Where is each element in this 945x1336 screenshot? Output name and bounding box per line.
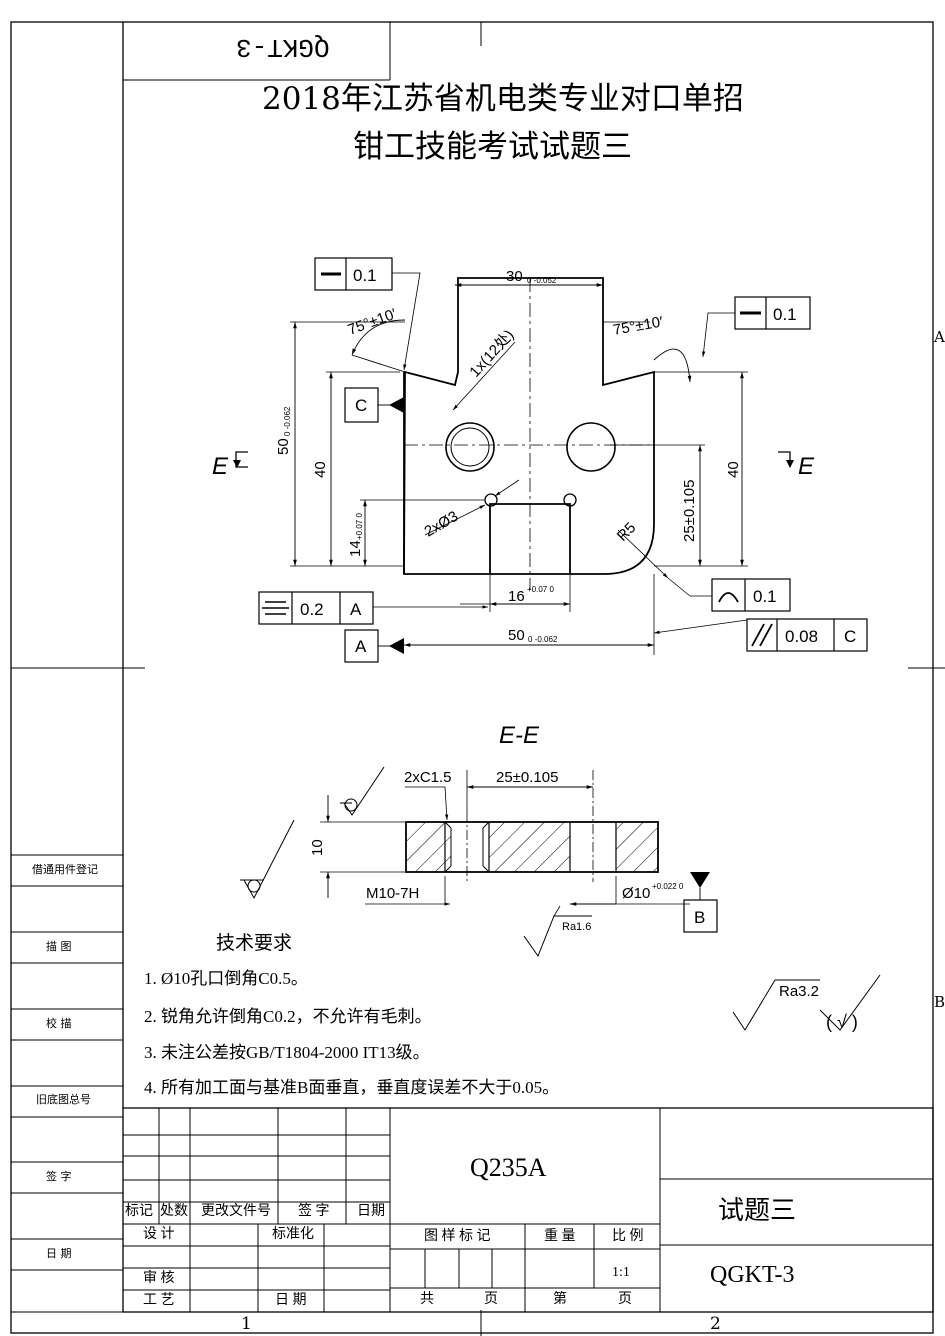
- fcf-straightness-right-value: 0.1: [773, 305, 797, 324]
- dim-bottom-width-tol: 0 -0.062: [528, 635, 558, 644]
- tb-sheet-word: 页: [484, 1292, 498, 1307]
- dim-angle-left: 75°±10′: [346, 305, 399, 338]
- tech-req-item-3: 3. 未注公差按GB/T1804-2000 IT13级。: [144, 1043, 430, 1062]
- tb-sheet-word2: 页: [618, 1292, 632, 1307]
- dim-chamfer: 1x(12处): [466, 327, 517, 381]
- datum-c: C: [355, 396, 367, 415]
- tech-req-item-1: 1. Ø10孔口倒角C0.5。: [144, 969, 308, 988]
- section-mark-right: E: [798, 453, 815, 480]
- section-view-text: E-E 2xC1.5 25±0.105 10 M10-7H Ø10 +0.022…: [309, 722, 858, 1032]
- material: Q235A: [470, 1153, 547, 1182]
- section-title: E-E: [499, 722, 540, 749]
- dim-slot-w-tol: +0.07 0: [527, 585, 554, 594]
- dim-height: 50: [275, 438, 292, 455]
- fcf-parallel-value: 0.08: [785, 627, 818, 646]
- section-bore-tol: +0.022 0: [652, 882, 684, 891]
- dim-right-40: 40: [725, 461, 742, 478]
- section-thread: M10-7H: [366, 885, 419, 902]
- tb-scale-label: 比 例: [612, 1229, 644, 1244]
- section-chamfer-note: 2xC1.5: [404, 769, 452, 786]
- fcf-straightness-left-value: 0.1: [353, 266, 377, 285]
- general-roughness-value: Ra3.2: [779, 983, 819, 1000]
- dim-bottom-width: 50: [508, 627, 525, 644]
- fcf-parallel-datum: C: [844, 627, 856, 646]
- dim-slot-h: 14: [347, 540, 364, 557]
- dim-right-25: 25±0.105: [681, 480, 698, 542]
- dim-top-width: 30: [506, 268, 523, 285]
- zone-label-col2: 2: [710, 1314, 721, 1334]
- zone-label-a: A: [934, 328, 945, 346]
- dim-height-tol: 0 -0.062: [283, 406, 292, 436]
- dim-holes: 2xØ3: [422, 508, 462, 541]
- section-bore: Ø10: [622, 885, 650, 902]
- datum-a: A: [355, 637, 367, 656]
- tech-req-item-4: 4. 所有加工面与基准B面垂直，垂直度误差不大于0.05。: [144, 1078, 560, 1097]
- tb-sheet-no: 第: [553, 1292, 567, 1307]
- tech-req-item-2: 2. 锐角允许倒角C0.2，不允许有毛刺。: [144, 1007, 432, 1026]
- part-name: 试题三: [718, 1196, 797, 1226]
- section-roughness: Ra1.6: [562, 921, 591, 933]
- plan-view: [233, 257, 868, 663]
- rev-header-date: 日期: [357, 1204, 385, 1219]
- tb-total: 共: [420, 1292, 434, 1307]
- fcf-profile-value: 0.1: [753, 587, 777, 606]
- tb-stage-mark: 图 样 标 记: [424, 1229, 491, 1244]
- tb-weight: 重 量: [544, 1229, 576, 1244]
- fcf-symmetry-value: 0.2: [300, 600, 324, 619]
- dim-top-width-tol: 0 -0.052: [527, 276, 557, 285]
- hole-right: [566, 422, 616, 472]
- side-label-trace: 描 图: [46, 940, 72, 953]
- rev-header-mark: 标记: [125, 1204, 153, 1219]
- fcf-symmetry-datum: A: [350, 600, 362, 619]
- tb-standard: 标准化: [272, 1227, 314, 1242]
- sheet-frame: [10, 21, 945, 1336]
- zone-label-col1: 1: [241, 1314, 252, 1334]
- rev-header-doc: 更改文件号: [201, 1204, 271, 1219]
- dim-left-40: 40: [312, 461, 329, 478]
- tb-date: 日 期: [275, 1293, 307, 1308]
- tb-process: 工 艺: [143, 1293, 175, 1308]
- side-label-sign: 签 字: [46, 1170, 72, 1183]
- drawing-number: QGKT-3: [710, 1262, 795, 1288]
- general-roughness-note: ( √ ): [826, 1012, 858, 1032]
- pin-hole-right: [563, 493, 577, 507]
- datum-b: B: [694, 908, 705, 927]
- part-outline: [403, 277, 655, 575]
- side-label-old-base: 旧底图总号: [36, 1093, 91, 1106]
- section-view: [240, 766, 881, 1031]
- rev-header-sign: 签 字: [298, 1204, 330, 1219]
- tb-review: 审 核: [143, 1271, 175, 1286]
- dim-angle-right: 75°±10′: [612, 313, 665, 339]
- side-label-borrow: 借通用件登记: [32, 863, 98, 876]
- side-label-date: 日 期: [46, 1247, 72, 1260]
- dim-radius: R5: [614, 519, 640, 545]
- drawing-code-stamp: QGKT-3: [236, 32, 330, 62]
- title-line1: 2018年江苏省机电类专业对口单招: [262, 81, 744, 117]
- rev-header-count: 处数: [160, 1204, 188, 1219]
- tech-req-heading: 技术要求: [216, 933, 293, 954]
- title-line2: 钳工技能考试试题三: [353, 129, 632, 165]
- section-mark-left: E: [212, 453, 229, 480]
- dim-slot-h-tol: +0.07 0: [355, 513, 364, 540]
- tb-design: 设 计: [143, 1227, 175, 1242]
- section-thickness: 10: [309, 839, 326, 856]
- side-label-check-trace: 校 描: [46, 1017, 72, 1030]
- title-block: [122, 1107, 934, 1313]
- dim-slot-w: 16: [508, 588, 525, 605]
- zone-label-b: B: [934, 993, 945, 1011]
- tb-scale: 1:1: [612, 1265, 630, 1280]
- section-center-dist: 25±0.105: [496, 769, 558, 786]
- plan-view-text: 30 0 -0.052 50 0 -0.062 40 14 +0.07 0 40…: [212, 266, 856, 656]
- hole-left: [445, 422, 495, 472]
